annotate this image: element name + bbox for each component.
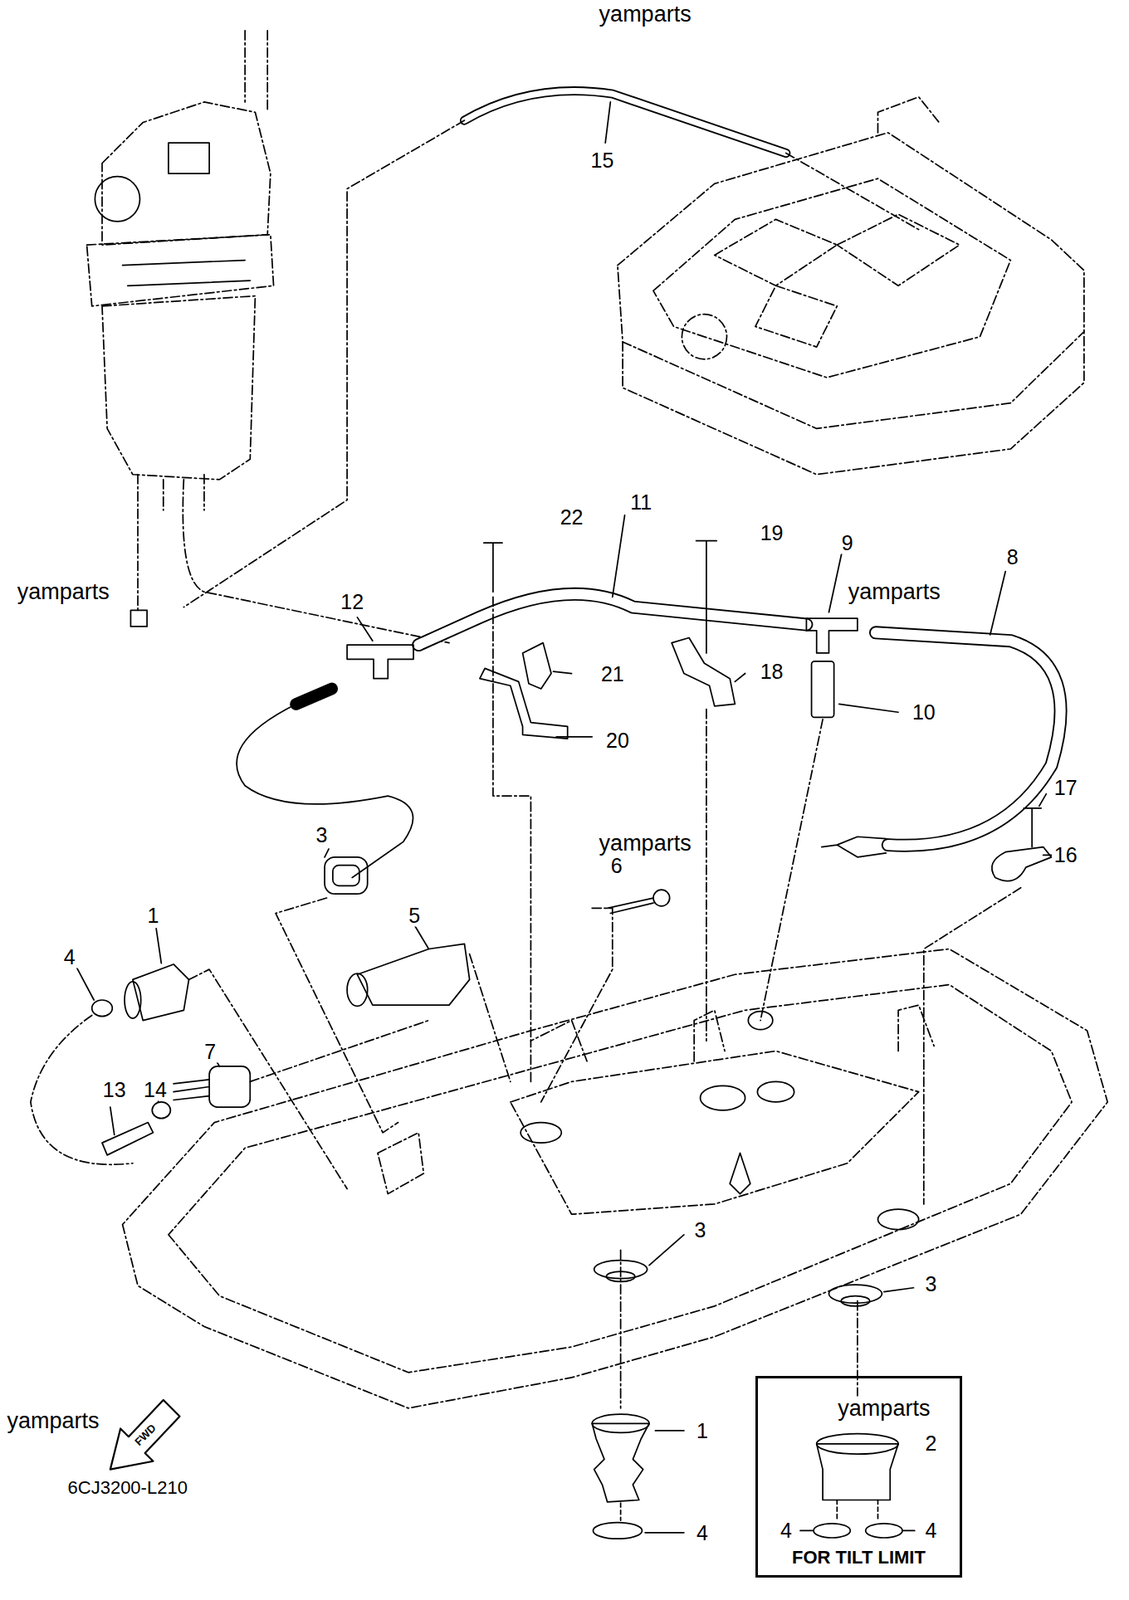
watermark: yamparts: [596, 2, 695, 27]
inset-box: FOR TILT LIMIT: [755, 1376, 963, 1579]
callout-number: 3: [312, 823, 330, 846]
callout-number: 3: [922, 1272, 939, 1296]
callout-number: 4: [922, 1519, 939, 1543]
callout-number: 7: [201, 1040, 219, 1063]
drawing-code: 6CJ3200-L210: [65, 1478, 191, 1499]
callout-number: 5: [405, 904, 423, 928]
callout-number: 19: [757, 521, 787, 544]
callout-number: 11: [627, 490, 655, 514]
callout-number: 10: [909, 701, 939, 724]
callout-number: 1: [144, 904, 162, 928]
callout-number: 2: [922, 1432, 939, 1455]
callout-number: 1: [694, 1419, 711, 1442]
inset-title: FOR TILT LIMIT: [757, 1547, 960, 1569]
direction-mark: FWD: [130, 1420, 161, 1451]
callout-number: 3: [692, 1218, 709, 1242]
callout-number: 22: [557, 506, 587, 529]
callout-number: 17: [1051, 777, 1081, 800]
callout-number: 4: [694, 1521, 711, 1545]
callout-number: 4: [61, 946, 79, 969]
callout-number: 12: [337, 591, 367, 614]
callout-number: 13: [100, 1079, 129, 1102]
callout-number: 15: [588, 149, 617, 172]
callout-number: 21: [598, 662, 627, 685]
callout-number: 20: [603, 728, 632, 752]
watermark: yamparts: [835, 1396, 933, 1421]
callout-number: 18: [757, 660, 787, 684]
callout-number: 8: [1004, 546, 1022, 569]
watermark: yamparts: [4, 1408, 102, 1433]
callout-number: 9: [839, 532, 856, 555]
callout-number: 14: [141, 1079, 170, 1102]
watermark: yamparts: [596, 830, 695, 856]
callout-number: 6: [608, 854, 626, 877]
watermark: yamparts: [14, 580, 113, 605]
callout-number: 4: [777, 1519, 795, 1543]
callout-number: 16: [1051, 844, 1081, 867]
watermark: yamparts: [845, 580, 944, 605]
